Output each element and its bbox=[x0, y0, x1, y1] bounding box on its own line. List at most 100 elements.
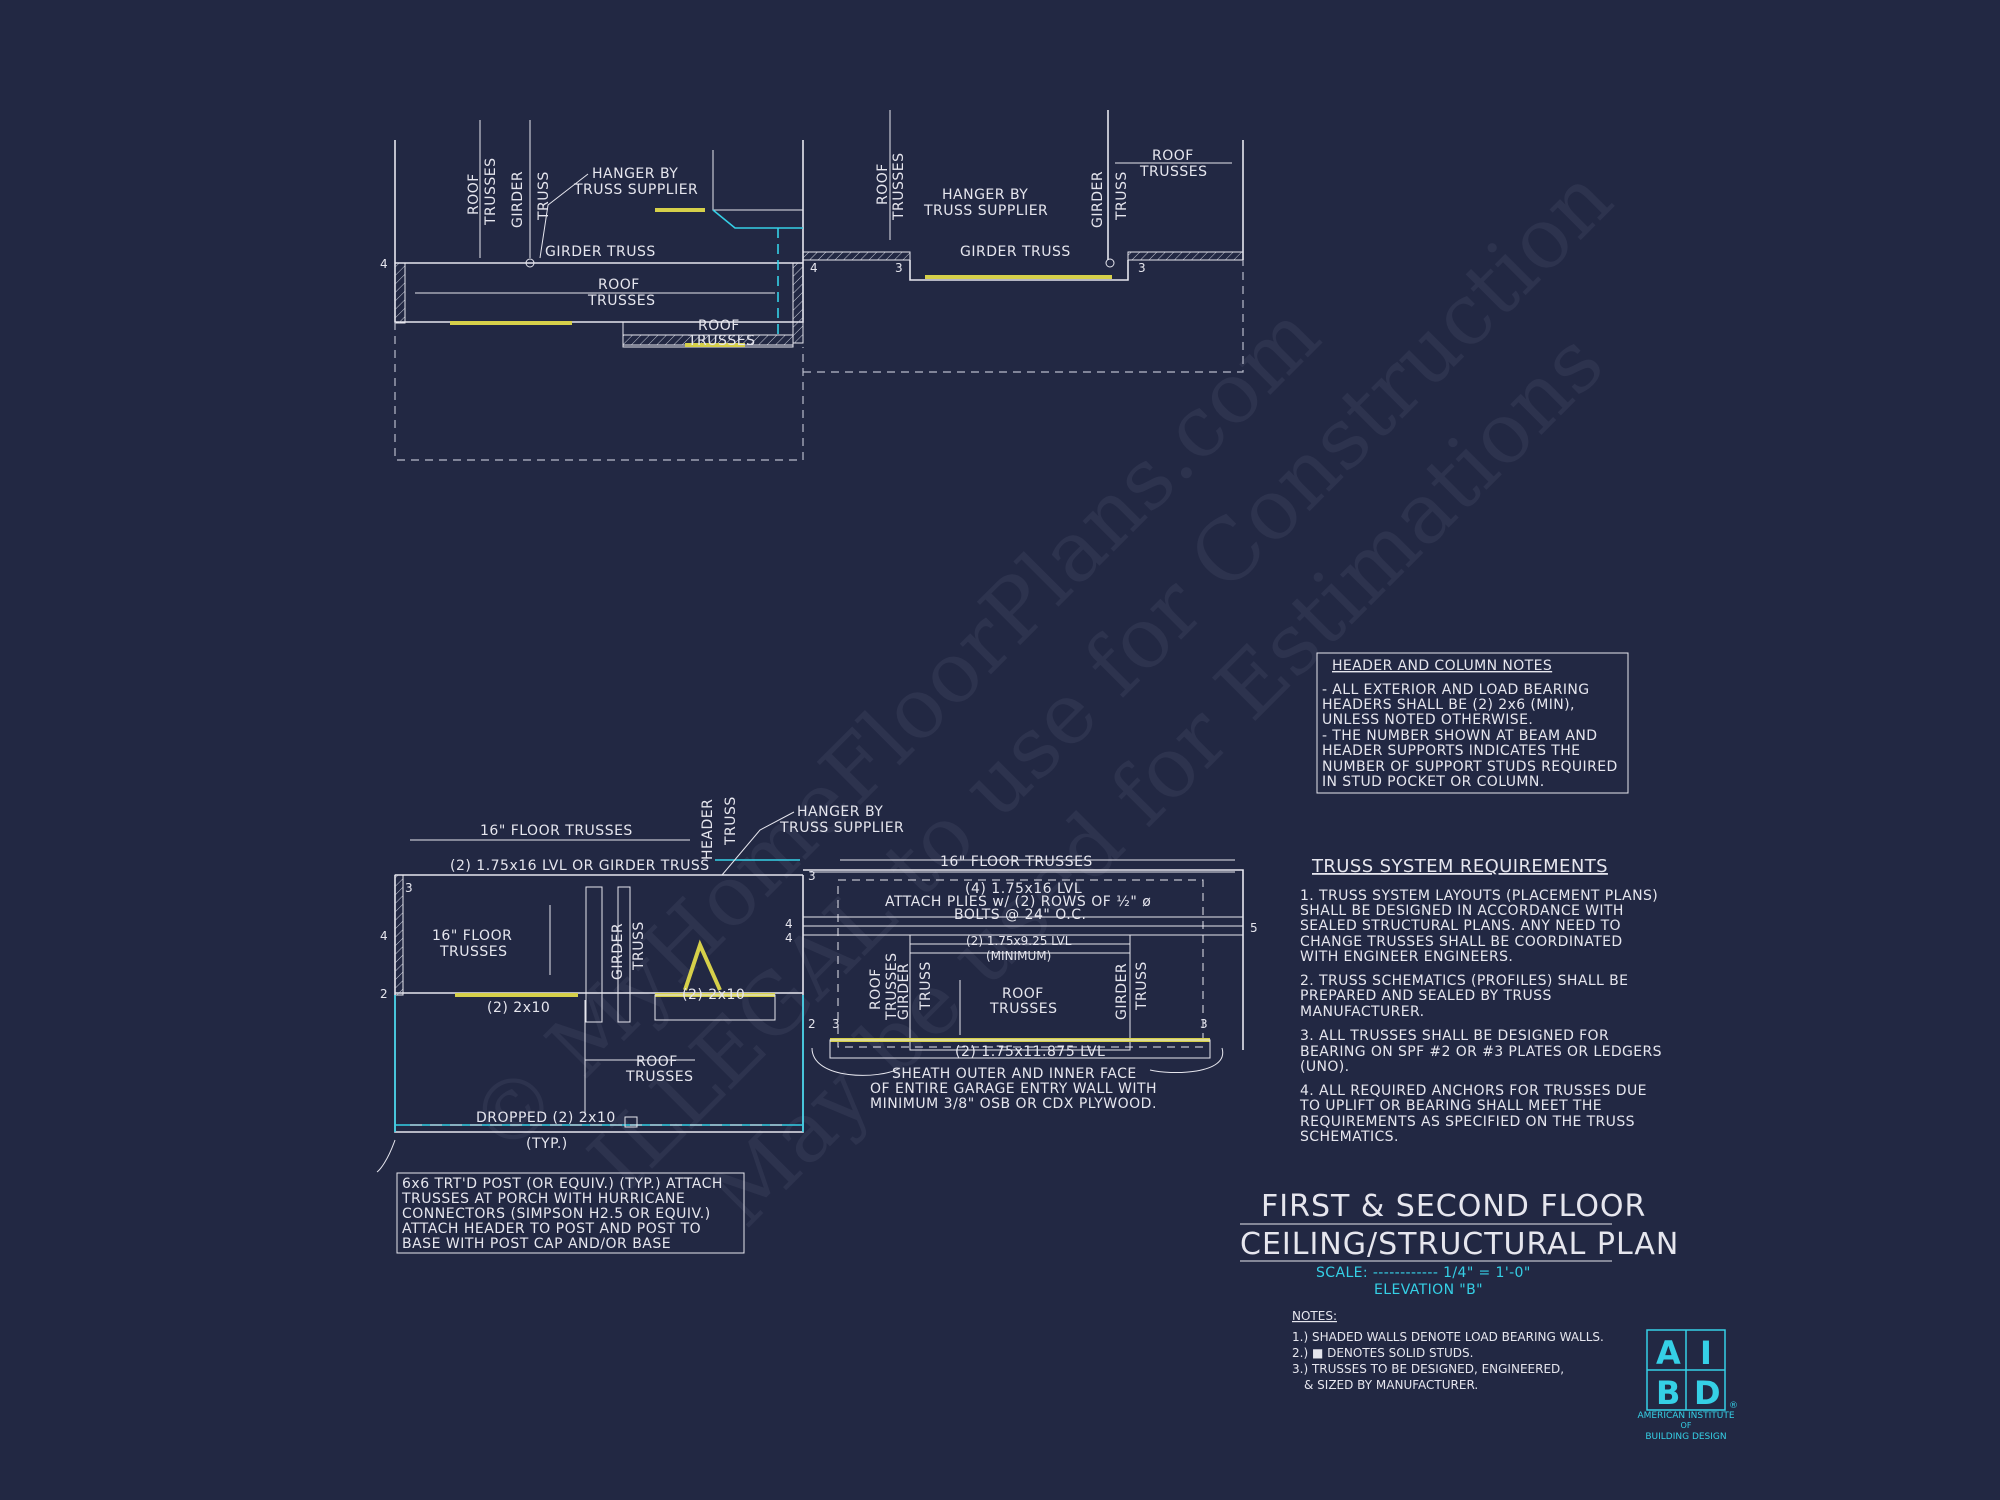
upper-hanger-label-2b: TRUSS SUPPLIER bbox=[923, 203, 1048, 219]
porch-note-line: TRUSSES AT PORCH WITH HURRICANE bbox=[401, 1191, 685, 1207]
lower-sheath-label-3: MINIMUM 3/8" OSB OR CDX PLYWOOD. bbox=[870, 1096, 1157, 1112]
stud-count: 3 bbox=[832, 1017, 840, 1031]
truss-req-line: SCHEMATICS. bbox=[1300, 1129, 1399, 1145]
truss-req-line: (UNO). bbox=[1300, 1059, 1350, 1075]
lower-roof-label-3: ROOF bbox=[1002, 986, 1044, 1002]
lower-lvl-girder-label: (2) 1.75x16 LVL OR GIRDER TRUSS bbox=[450, 858, 710, 874]
truss-req-line: SEALED STRUCTURAL PLANS. ANY NEED TO bbox=[1300, 918, 1621, 934]
porch-note-line: ATTACH HEADER TO POST AND POST TO bbox=[402, 1221, 701, 1237]
stud-count: 4 bbox=[785, 931, 793, 945]
lower-attach-label-b: BOLTS @ 24" O.C. bbox=[954, 907, 1086, 923]
lower-hanger-label-a: HANGER BY bbox=[797, 804, 883, 820]
stud-count: 4 bbox=[810, 261, 818, 275]
upper-hanger-label-2a: HANGER BY bbox=[942, 187, 1028, 203]
truss-req-line: WITH ENGINEER ENGINEERS. bbox=[1300, 949, 1513, 965]
truss-req-line: TO UPLIFT OR BEARING SHALL MEET THE bbox=[1299, 1098, 1602, 1114]
truss-requirements-title: TRUSS SYSTEM REQUIREMENTS bbox=[1311, 856, 1608, 877]
porch-note-box bbox=[396, 1172, 745, 1254]
logo-caption-1: AMERICAN INSTITUTE bbox=[1637, 1411, 1734, 1421]
upper-roof-label-1: ROOF bbox=[466, 173, 482, 215]
upper-trusses-label-5: TRUSSES bbox=[1139, 164, 1208, 180]
lower-typ-label: (TYP.) bbox=[526, 1136, 568, 1152]
upper-roof-label-4: ROOF bbox=[875, 163, 891, 205]
lower-minimum-label: (MINIMUM) bbox=[986, 949, 1051, 963]
lower-sheath-label-1: SHEATH OUTER AND INNER FACE bbox=[892, 1066, 1137, 1082]
header-notes-line: HEADERS SHALL BE (2) 2x6 (MIN), bbox=[1322, 697, 1575, 713]
hatched-wall bbox=[394, 262, 406, 324]
upper-girder-truss-1: GIRDER TRUSS bbox=[545, 244, 656, 260]
plan-title-line-1: FIRST & SECOND FLOOR bbox=[1261, 1189, 1646, 1224]
header-notes-line: - THE NUMBER SHOWN AT BEAM AND bbox=[1322, 728, 1597, 744]
upper-trusses-label-2: TRUSSES bbox=[587, 293, 656, 309]
notes-line: 3.) TRUSSES TO BE DESIGNED, ENGINEERED, bbox=[1292, 1362, 1564, 1376]
lower-2x10-label-1: (2) 2x10 bbox=[487, 1000, 550, 1016]
truss-req-line: CHANGE TRUSSES SHALL BE COORDINATED bbox=[1300, 934, 1623, 950]
aibd-logo: A I B D ® AMERICAN INSTITUTE OF BUILDING… bbox=[1637, 1329, 1738, 1442]
truss-req-line: PREPARED AND SEALED BY TRUSS bbox=[1300, 988, 1552, 1004]
general-notes: NOTES: 1.) SHADED WALLS DENOTE LOAD BEAR… bbox=[1292, 1309, 1604, 1392]
truss-req-line: 4. ALL REQUIRED ANCHORS FOR TRUSSES DUE bbox=[1300, 1083, 1647, 1099]
stud-count: 3 bbox=[1138, 261, 1146, 275]
lower-2x10-label-2: (2) 2x10 bbox=[682, 987, 745, 1003]
truss-req-line: MANUFACTURER. bbox=[1300, 1004, 1425, 1020]
logo-letter-d: D bbox=[1694, 1374, 1721, 1412]
upper-trusses-label-4: TRUSSES bbox=[891, 152, 907, 221]
lower-trusses-label-1: TRUSSES bbox=[625, 1069, 694, 1085]
lower-lvl925-label: (2) 1.75x9.25 LVL bbox=[966, 934, 1072, 948]
notes-line: 2.) ■ DENOTES SOLID STUDS. bbox=[1292, 1346, 1473, 1360]
stud-count: 4 bbox=[380, 929, 388, 943]
stud-count: 2 bbox=[380, 987, 388, 1001]
lower-lvl4-label: (4) 1.75x16 LVL bbox=[965, 881, 1082, 897]
lower-sheath-label-2: OF ENTIRE GARAGE ENTRY WALL WITH bbox=[870, 1081, 1157, 1097]
lower-roof-label-1: ROOF bbox=[636, 1054, 678, 1070]
truss-req-line: 2. TRUSS SCHEMATICS (PROFILES) SHALL BE bbox=[1300, 973, 1628, 989]
logo-letter-a: A bbox=[1656, 1334, 1681, 1372]
lower-truss-label-1: TRUSS bbox=[723, 796, 739, 846]
logo-letter-i: I bbox=[1700, 1334, 1712, 1372]
lower-attach-label-a: ATTACH PLIES w/ (2) ROWS OF ½" ø bbox=[885, 894, 1151, 910]
header-notes-line: UNLESS NOTED OTHERWISE. bbox=[1322, 712, 1533, 728]
stud-count: 3 bbox=[808, 869, 816, 883]
upper-roof-label-2: ROOF bbox=[598, 277, 640, 293]
upper-roof-label-5: ROOF bbox=[1152, 148, 1194, 164]
header-notes-title: HEADER AND COLUMN NOTES bbox=[1332, 658, 1552, 674]
lower-header-label: HEADER bbox=[700, 799, 716, 860]
lower-dropped-label: DROPPED (2) 2x10 bbox=[476, 1110, 616, 1126]
notes-heading: NOTES: bbox=[1292, 1309, 1337, 1323]
upper-plan: ROOF TRUSSES GIRDER TRUSS HANGER BY TRUS… bbox=[380, 110, 1244, 461]
lower-floor-trusses-label-2b: TRUSSES bbox=[439, 944, 508, 960]
logo-caption-3: BUILDING DESIGN bbox=[1645, 1432, 1726, 1442]
truss-req-line: 1. TRUSS SYSTEM LAYOUTS (PLACEMENT PLANS… bbox=[1300, 888, 1658, 904]
lower-floor-trusses-label-1: 16" FLOOR TRUSSES bbox=[480, 823, 633, 839]
porch-note-line: BASE WITH POST CAP AND/OR BASE bbox=[402, 1236, 671, 1252]
upper-trusses-label-3: TRUSSES bbox=[687, 333, 756, 349]
truss-req-line: REQUIREMENTS AS SPECIFIED ON THE TRUSS bbox=[1300, 1114, 1635, 1130]
lower-truss-label-3: TRUSS bbox=[918, 961, 934, 1011]
stud-count: 3 bbox=[895, 261, 903, 275]
upper-hanger-label-1a: HANGER BY bbox=[592, 166, 678, 182]
lower-trusses-label-2: TRUSSES bbox=[884, 952, 900, 1021]
lower-lvl11875-label: (2) 1.75x11.875 LVL bbox=[955, 1044, 1105, 1060]
notes-line: & SIZED BY MANUFACTURER. bbox=[1304, 1378, 1478, 1392]
header-column-notes: HEADER AND COLUMN NOTES - ALL EXTERIOR A… bbox=[1316, 652, 1629, 794]
lower-truss-label-4: TRUSS bbox=[1134, 961, 1150, 1011]
truss-req-line: BEARING ON SPF #2 OR #3 PLATES OR LEDGER… bbox=[1300, 1044, 1662, 1060]
truss-req-line: 3. ALL TRUSSES SHALL BE DESIGNED FOR bbox=[1300, 1028, 1609, 1044]
lower-floor-trusses-label-3: 16" FLOOR TRUSSES bbox=[940, 854, 1093, 870]
notes-line: 1.) SHADED WALLS DENOTE LOAD BEARING WAL… bbox=[1292, 1330, 1604, 1344]
upper-truss-label-1: TRUSS bbox=[536, 171, 552, 221]
upper-girder-label-2: GIRDER bbox=[1090, 171, 1106, 228]
logo-letter-b: B bbox=[1656, 1374, 1680, 1412]
lower-girder-label-2: GIRDER bbox=[896, 963, 912, 1020]
header-notes-line: HEADER SUPPORTS INDICATES THE bbox=[1322, 743, 1580, 759]
stud-count: 4 bbox=[785, 917, 793, 931]
header-notes-line: NUMBER OF SUPPORT STUDS REQUIRED bbox=[1322, 759, 1618, 775]
logo-caption-2: OF bbox=[1681, 1421, 1692, 1430]
lower-hanger-label-b: TRUSS SUPPLIER bbox=[779, 820, 904, 836]
upper-truss-label-2: TRUSS bbox=[1114, 171, 1130, 221]
truss-requirements: TRUSS SYSTEM REQUIREMENTS 1. TRUSS SYSTE… bbox=[1299, 856, 1662, 1145]
stud-count: 3 bbox=[405, 881, 413, 895]
upper-girder-truss-2: GIRDER TRUSS bbox=[960, 244, 1071, 260]
upper-girder-label-1: GIRDER bbox=[510, 171, 526, 228]
